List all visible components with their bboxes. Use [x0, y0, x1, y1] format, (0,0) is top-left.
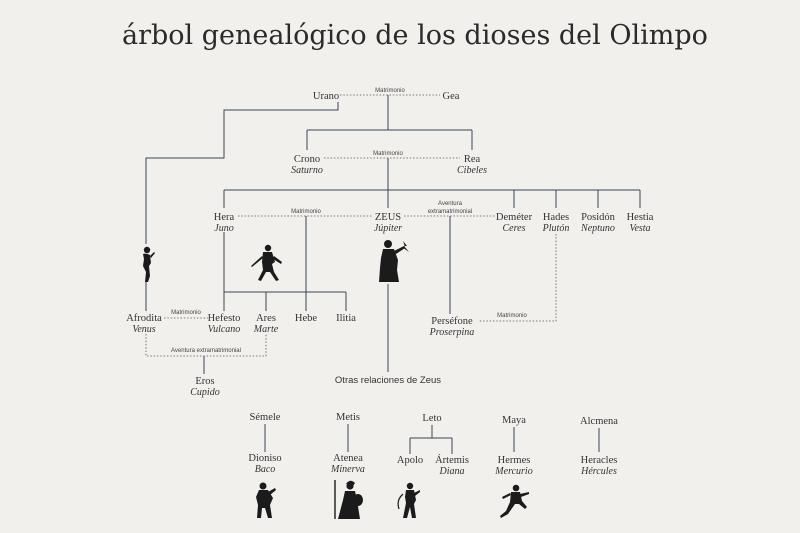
name-persefone: Perséfone [431, 316, 473, 327]
name-afrodita: Afrodita [126, 313, 162, 324]
latin-artemis: Diana [439, 466, 465, 477]
label-aventura-extra: Aventura extramatrimonial [171, 348, 241, 354]
latin-hades: Plutón [542, 223, 570, 234]
latin-hera: Juno [214, 223, 233, 234]
label-matrimonio-2: Matrimonio [373, 151, 403, 157]
latin-hermes: Mercurio [494, 466, 532, 477]
latin-zeus: Júpiter [374, 223, 402, 234]
artemis-silhouette-icon [397, 482, 420, 518]
name-atenea: Atenea [333, 453, 363, 464]
latin-afrodita: Venus [132, 324, 155, 335]
name-ilitia: Ilitia [336, 313, 356, 324]
latin-rea: Cibeles [457, 165, 487, 176]
name-alcmena: Alcmena [580, 416, 618, 427]
ares-silhouette-icon [251, 244, 282, 281]
latin-hefesto: Vulcano [208, 324, 241, 335]
label-matrimonio-1: Matrimonio [375, 88, 405, 94]
label-otras-relaciones: Otras relaciones de Zeus [335, 375, 441, 386]
latin-posidon: Neptuno [580, 223, 615, 234]
label-matrimonio-5: Matrimonio [497, 313, 527, 319]
latin-heracles: Hércules [580, 466, 617, 477]
latin-atenea: Minerva [330, 464, 365, 475]
latin-demeter: Ceres [503, 223, 526, 234]
name-posidon: Posidón [581, 212, 616, 223]
latin-crono: Saturno [291, 165, 323, 176]
name-demeter: Deméter [496, 212, 533, 223]
name-metis: Metis [336, 412, 360, 423]
label-matrimonio-3: Matrimonio [291, 209, 321, 215]
label-matrimonio-4: Matrimonio [171, 310, 201, 316]
name-hermes: Hermes [498, 455, 531, 466]
marriage-line-hades-persefone [478, 234, 557, 322]
name-crono: Crono [294, 154, 320, 165]
zeus-silhouette-icon [379, 240, 409, 282]
label-aventura-bottom: extramatrimonial [428, 209, 472, 215]
label-aventura-top: Aventura [438, 201, 463, 207]
line-urano-afrodita [145, 102, 339, 244]
latin-persefone: Proserpina [429, 327, 475, 338]
name-ares: Ares [256, 313, 276, 324]
name-leto: Leto [422, 413, 441, 424]
name-hades: Hades [543, 212, 569, 223]
name-artemis: Ártemis [435, 454, 469, 466]
venus-silhouette-icon [143, 246, 155, 282]
name-rea: Rea [464, 154, 481, 165]
name-hestia: Hestia [627, 212, 654, 223]
name-hebe: Hebe [295, 313, 317, 324]
atenea-silhouette-icon [334, 480, 363, 519]
name-urano: Urano [313, 91, 339, 102]
name-dioniso: Dioniso [248, 453, 281, 464]
name-zeus: ZEUS [375, 212, 401, 223]
latin-dioniso: Baco [255, 464, 276, 475]
name-semele: Sémele [250, 412, 281, 423]
page-title: árbol genealógico de los dioses del Olim… [122, 20, 708, 51]
name-hera: Hera [214, 212, 235, 223]
name-eros: Eros [195, 376, 214, 387]
dioniso-silhouette-icon [256, 482, 276, 518]
latin-eros: Cupido [190, 387, 219, 398]
hermes-silhouette-icon [500, 484, 529, 518]
affair-line-afrodita-ares [145, 334, 267, 357]
name-hefesto: Hefesto [208, 313, 241, 324]
name-gea: Gea [443, 91, 460, 102]
latin-hestia: Vesta [629, 223, 650, 234]
name-heracles: Heracles [581, 455, 618, 466]
name-maya: Maya [502, 415, 526, 426]
latin-ares: Marte [253, 324, 279, 335]
name-apolo: Apolo [397, 455, 423, 466]
